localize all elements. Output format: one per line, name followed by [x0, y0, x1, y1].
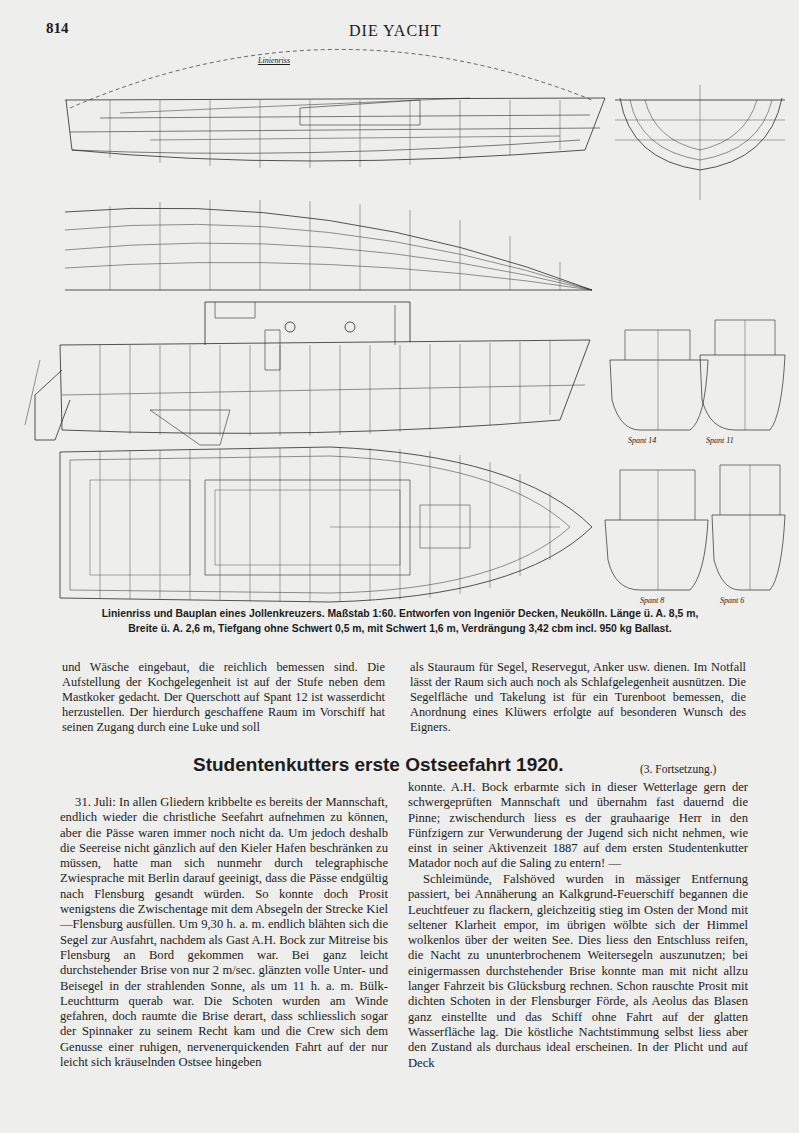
body-paragraph: als Stauraum für Segel, Reservegut, Anke…	[410, 660, 746, 735]
section-label: Spant 8	[640, 596, 664, 605]
body-paragraph: 31. Juli: In allen Gliedern kribbelte es…	[60, 795, 388, 1070]
section-label: Spant 11	[706, 436, 734, 445]
section-label: Spant 14	[628, 436, 656, 445]
article-title: Studentenkutters erste Ostseefahrt 1920.	[193, 754, 564, 776]
body-paragraph: konnte. A.H. Bock erbarmte sich in diese…	[408, 780, 748, 872]
page-number: 814	[46, 20, 69, 37]
continuation-note: (3. Fortsetzung.)	[640, 763, 716, 775]
drawing-label: Linienriss	[258, 56, 290, 65]
figure-caption: Linienriss und Bauplan eines Jollenkreuz…	[90, 606, 710, 636]
section-label: Spant 6	[720, 596, 744, 605]
body-paragraph: und Wäsche eingebaut, die reichlich beme…	[62, 660, 385, 735]
running-head: DIE YACHT	[349, 22, 441, 40]
body-paragraph: Schleimünde, Falshöved wurden in mässige…	[408, 872, 748, 1071]
